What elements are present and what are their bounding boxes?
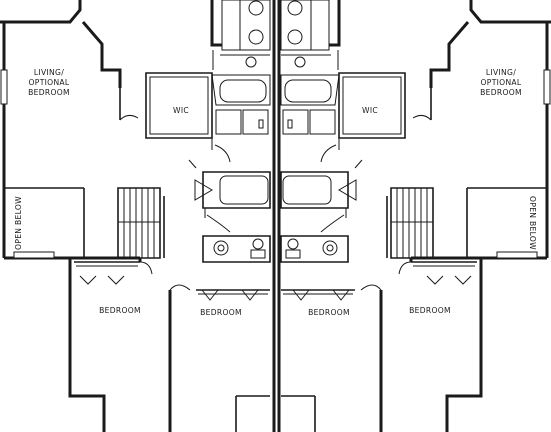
label-living-left-1: LIVING/: [34, 68, 64, 77]
left-bedrooms: [74, 261, 270, 432]
party-wall: [272, 0, 281, 432]
label-open-below-left: OPEN BELOW: [14, 196, 23, 250]
right-bedrooms: [281, 261, 477, 432]
left-mid-tub: [194, 171, 271, 233]
label-wic-left: WIC: [173, 106, 189, 115]
label-bedroom-center-right: BEDROOM: [308, 308, 350, 317]
label-wic-right: WIC: [362, 106, 378, 115]
label-living-right-3: BEDROOM: [480, 88, 522, 97]
window-marks: [0, 69, 551, 259]
label-living-right-2: OPTIONAL: [481, 78, 522, 87]
right-lower-bath: [280, 235, 349, 263]
label-bedroom-far-left: BEDROOM: [99, 306, 141, 315]
right-mid-tub: [280, 171, 357, 233]
label-open-below-right: OPEN BELOW: [528, 196, 537, 250]
left-unit-walls: [0, 0, 172, 432]
label-living-left-2: OPTIONAL: [29, 78, 70, 87]
left-wic-area: [119, 72, 271, 169]
label-bedroom-far-right: BEDROOM: [409, 306, 451, 315]
label-living-left-3: BEDROOM: [28, 88, 70, 97]
room-labels: LIVING/ OPTIONAL BEDROOM LIVING/ OPTIONA…: [14, 68, 537, 317]
left-top-bath: [210, 0, 271, 70]
left-stairs: [117, 187, 165, 259]
left-lower-bath: [202, 235, 271, 263]
label-living-right-1: LIVING/: [486, 68, 516, 77]
right-wic-area: [280, 72, 432, 169]
right-stairs: [386, 187, 434, 259]
right-unit-walls: [379, 0, 551, 432]
right-top-bath: [280, 0, 341, 70]
label-bedroom-center-left: BEDROOM: [200, 308, 242, 317]
